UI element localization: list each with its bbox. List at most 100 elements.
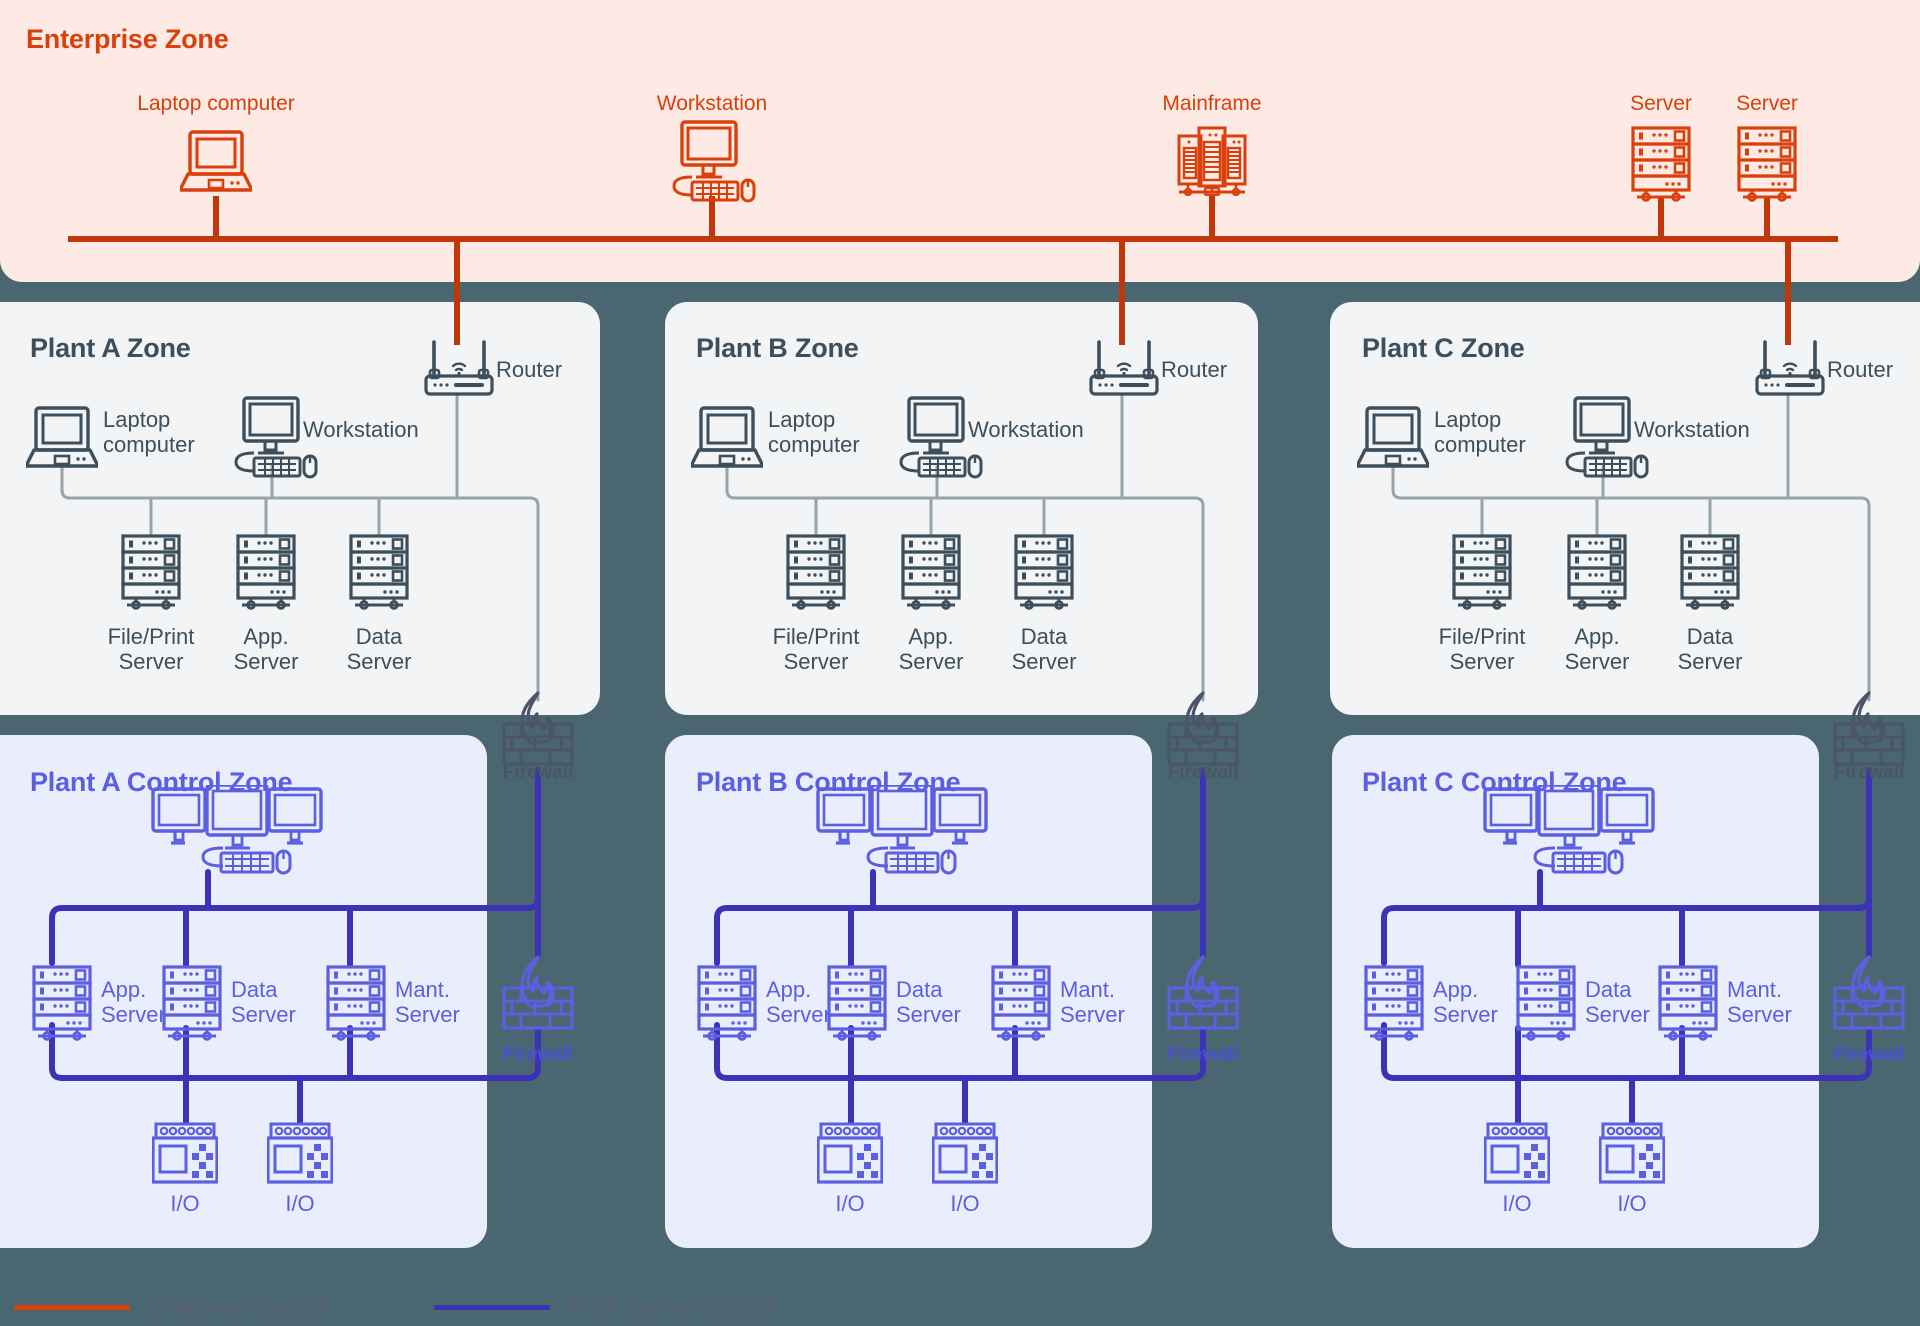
server-label: File/Print Server (107, 624, 195, 674)
workstation-label: Workstation (1634, 417, 1750, 442)
io-label: I/O (950, 1191, 980, 1216)
router-label: Router (1827, 357, 1894, 382)
server-label: Data Server (896, 977, 961, 1027)
laptop-label: Laptop computer (1434, 407, 1526, 457)
server-icon (236, 534, 296, 610)
server-icon (1452, 534, 1512, 610)
server-label: Data Server (231, 977, 296, 1027)
ctrl-a-lower-bus (49, 1022, 541, 1081)
firewall-label: Firewall (1833, 1044, 1905, 1065)
io-module-icon (1599, 1122, 1665, 1184)
legend-label: Plant Control Conduit (568, 1294, 778, 1319)
firewall-icon (1167, 955, 1239, 1030)
firewall-icon (1833, 955, 1905, 1030)
plant-c-zone-panel (1330, 302, 1920, 715)
plant-c-zone-title: Plant C Zone (1362, 333, 1525, 363)
legend-swatch-enterprise (14, 1304, 130, 1310)
enterprise-node-label: Mainframe (1162, 92, 1262, 115)
io-label: I/O (1502, 1191, 1532, 1216)
workstation-label: Workstation (303, 417, 419, 442)
workstation-icon (672, 120, 756, 203)
firewall-label: Firewall (1167, 762, 1239, 783)
server-label: App. Server (101, 977, 166, 1027)
firewall-icon (502, 955, 574, 1030)
server-label: Data Server (1585, 977, 1650, 1027)
io-module-icon (817, 1122, 883, 1184)
firewall-icon (1833, 691, 1905, 766)
server-label: App. Server (233, 624, 299, 674)
server-icon (162, 965, 222, 1041)
laptop-icon (1357, 406, 1429, 468)
enterprise-node-label: Server (1630, 92, 1692, 115)
plant-b-control-zone-panel (665, 735, 1152, 1248)
server-icon (32, 965, 92, 1041)
io-module-icon (152, 1122, 218, 1184)
plant-b-zone-panel (665, 302, 1258, 715)
server-icon (1737, 126, 1797, 202)
server-label: App. Server (1433, 977, 1498, 1027)
enterprise-node-label: Server (1736, 92, 1798, 115)
router-icon (424, 340, 494, 396)
io-module-icon (267, 1122, 333, 1184)
router-icon (1089, 340, 1159, 396)
triple-monitor-workstation-icon (816, 785, 988, 875)
io-label: I/O (835, 1191, 865, 1216)
server-icon (1014, 534, 1074, 610)
laptop-label: Laptop computer (768, 407, 860, 457)
server-label: App. Server (1564, 624, 1630, 674)
server-icon (991, 965, 1051, 1041)
legend-label: Enterprise Conduit (148, 1294, 331, 1319)
laptop-icon (691, 406, 763, 468)
plant-a-lan-bus (60, 482, 540, 702)
firewall-label: Firewall (1833, 762, 1905, 783)
server-icon (1516, 965, 1576, 1041)
ctrl-c-upper-bus (1381, 895, 1872, 966)
server-label: App. Server (766, 977, 831, 1027)
mainframe-icon (1177, 126, 1247, 196)
io-label: I/O (285, 1191, 315, 1216)
server-label: Mant. Server (1727, 977, 1792, 1027)
server-label: Mant. Server (1060, 977, 1125, 1027)
triple-monitor-workstation-icon (151, 785, 323, 875)
router-icon (1755, 340, 1825, 396)
enterprise-node-label: Workstation (656, 92, 768, 115)
enterprise-zone-title: Enterprise Zone (26, 24, 229, 54)
firewall-label: Firewall (1167, 1044, 1239, 1065)
server-label: App. Server (898, 624, 964, 674)
server-icon (121, 534, 181, 610)
server-icon (827, 965, 887, 1041)
enterprise-zone-panel (0, 0, 1920, 282)
server-icon (349, 534, 409, 610)
triple-monitor-workstation-icon (1483, 785, 1655, 875)
server-icon (697, 965, 757, 1041)
laptop-label: Laptop computer (103, 407, 195, 457)
workstation-label: Workstation (968, 417, 1084, 442)
server-label: Data Server (346, 624, 412, 674)
plant-b-zone-title: Plant B Zone (696, 333, 859, 363)
plant-b-lan-bus (725, 482, 1205, 702)
laptop-icon (26, 406, 98, 468)
io-label: I/O (170, 1191, 200, 1216)
server-label: File/Print Server (772, 624, 860, 674)
server-icon (326, 965, 386, 1041)
io-label: I/O (1617, 1191, 1647, 1216)
server-icon (1567, 534, 1627, 610)
ctrl-b-upper-bus (714, 895, 1206, 966)
firewall-label: Firewall (502, 762, 574, 783)
ctrl-c-lower-bus (1381, 1022, 1872, 1081)
plant-a-zone-title: Plant A Zone (30, 333, 191, 363)
server-icon (1680, 534, 1740, 610)
legend-item-enterprise-conduit: Enterprise Conduit (14, 1294, 330, 1320)
server-icon (1364, 965, 1424, 1041)
plant-c-lan-bus (1391, 482, 1871, 702)
router-label: Router (1161, 357, 1228, 382)
ctrl-b-lower-bus (714, 1022, 1206, 1081)
legend-swatch-control (434, 1304, 550, 1310)
legend-item-plant-control-conduit: Plant Control Conduit (434, 1294, 777, 1320)
server-label: Data Server (1677, 624, 1743, 674)
ctrl-a-upper-bus (49, 895, 541, 966)
plant-a-zone-panel (0, 302, 600, 715)
server-icon (901, 534, 961, 610)
